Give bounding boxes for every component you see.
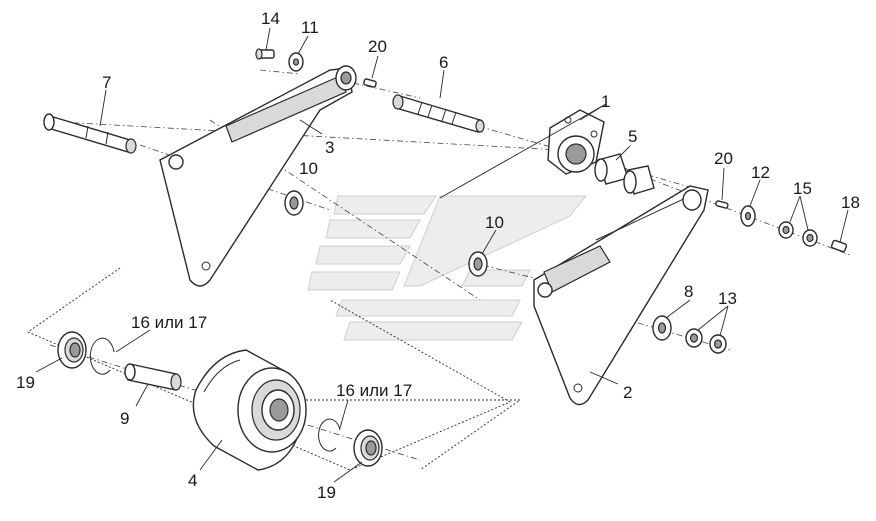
label-8: 8 [684,282,693,301]
label-12: 12 [751,163,770,182]
label-11: 11 [301,18,319,37]
label-19-right: 19 [317,483,336,502]
part-washer-8 [652,315,672,341]
part-shaft [392,94,485,133]
watermark-logo [307,195,588,341]
part-bushing [594,153,655,195]
label-14: 14 [261,9,280,28]
label-10-right: 10 [485,213,504,232]
part-left-pin [43,113,137,154]
part-nuts-15 [778,221,818,247]
label-9: 9 [120,409,129,428]
part-bearing-right [353,429,383,467]
label-1: 1 [601,92,610,111]
leader-lines [35,27,849,483]
part-nuts-13 [685,328,727,354]
label-16-or-17-left: 16 или 17 [131,313,207,332]
part-washer-12 [740,205,756,227]
label-3: 3 [325,138,334,157]
label-20-right: 20 [714,149,733,168]
callout-labels: 1 2 3 4 5 6 7 8 9 10 10 11 12 13 14 15 1… [16,9,860,502]
part-spacer-left [284,190,304,216]
label-6: 6 [439,53,448,72]
label-15: 15 [793,179,812,198]
part-retaining-ring-left [89,337,115,375]
label-16-or-17-right: 16 или 17 [336,381,412,400]
part-spacer-right [468,251,488,277]
part-spring-pin-right [715,200,729,209]
part-retaining-ring-right [318,418,341,452]
part-washer-top [288,52,304,72]
label-13: 13 [718,289,737,308]
part-right-bracket-plate [533,185,709,406]
part-spring-pin-top [363,78,377,88]
part-grease-fitting [830,239,848,253]
label-18: 18 [841,193,860,212]
part-small-bolt [255,48,275,60]
part-pulley [192,349,307,471]
label-5: 5 [628,127,637,146]
part-bearing-left [57,331,87,369]
label-19-left: 19 [16,373,35,392]
label-2: 2 [623,383,632,402]
part-hub-housing [547,109,605,175]
label-7: 7 [102,73,111,92]
part-sleeve [124,363,182,391]
reference-frames [27,267,522,471]
label-4: 4 [188,471,197,490]
label-10-left: 10 [299,159,318,178]
label-20-top: 20 [368,37,387,56]
